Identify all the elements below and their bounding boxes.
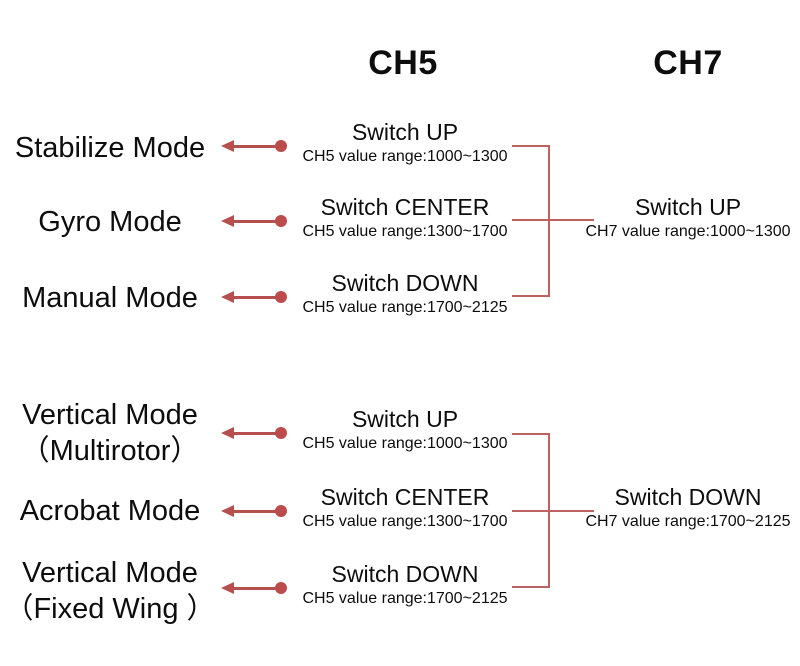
switch-description: Switch DOWN CH5 value range:1700~2125 xyxy=(280,561,530,609)
switch-value-range: CH5 value range:1000~1300 xyxy=(302,435,508,452)
switch-title: Switch CENTER xyxy=(320,484,490,510)
switch-description: Switch CENTER CH5 value range:1300~1700 xyxy=(280,484,530,532)
arrow-shaft xyxy=(230,145,278,148)
mode-label-line2: （Multirotor） xyxy=(20,435,200,467)
bracket-stub-top xyxy=(512,145,550,148)
arrow-head-icon xyxy=(221,504,234,517)
column-header-ch5: CH5 xyxy=(368,44,438,82)
arrow-dot-icon xyxy=(275,427,287,439)
arrow-shaft xyxy=(230,510,278,513)
ch7-switch-title: Switch DOWN xyxy=(614,484,762,510)
pointer-arrow xyxy=(221,425,287,441)
bracket-connector xyxy=(512,510,594,513)
mode-label: Vertical Mode （Multirotor） xyxy=(0,397,220,469)
bracket-stub-bottom xyxy=(512,294,550,297)
column-header-ch7: CH7 xyxy=(653,44,723,82)
switch-description: Switch UP CH5 value range:1000~1300 xyxy=(280,119,530,167)
switch-title: Switch UP xyxy=(351,406,459,432)
mode-label: Manual Mode xyxy=(0,280,220,316)
mode-label-line1: Acrobat Mode xyxy=(19,495,201,527)
ch7-description: Switch DOWN CH7 value range:1700~2125 xyxy=(563,484,800,532)
mode-label-line1: Vertical Mode xyxy=(22,557,198,589)
arrow-head-icon xyxy=(221,290,234,303)
arrow-dot-icon xyxy=(275,215,287,227)
bracket-stub-top xyxy=(512,433,550,436)
pointer-arrow xyxy=(221,503,287,519)
arrow-head-icon xyxy=(221,139,234,152)
ch7-value-range: CH7 value range:1000~1300 xyxy=(585,223,791,240)
pointer-arrow xyxy=(221,289,287,305)
bracket-stub-bottom xyxy=(512,585,550,588)
pointer-arrow xyxy=(221,138,287,154)
mode-label-line1: Stabilize Mode xyxy=(14,132,206,164)
switch-value-range: CH5 value range:1300~1700 xyxy=(302,513,508,530)
bracket-connector xyxy=(512,219,594,222)
switch-description: Switch UP CH5 value range:1000~1300 xyxy=(280,406,530,454)
pointer-arrow xyxy=(221,213,287,229)
switch-value-range: CH5 value range:1700~2125 xyxy=(302,299,508,316)
arrow-head-icon xyxy=(221,581,234,594)
switch-value-range: CH5 value range:1300~1700 xyxy=(302,223,508,240)
mode-label: Acrobat Mode xyxy=(0,493,220,529)
mode-label-line2: （Fixed Wing ） xyxy=(4,593,216,625)
switch-description: Switch CENTER CH5 value range:1300~1700 xyxy=(280,194,530,242)
switch-value-range: CH5 value range:1000~1300 xyxy=(302,148,508,165)
arrow-head-icon xyxy=(221,426,234,439)
group-bracket xyxy=(512,145,632,297)
switch-title: Switch DOWN xyxy=(331,561,479,587)
arrow-dot-icon xyxy=(275,582,287,594)
mode-label: Stabilize Mode xyxy=(0,130,220,166)
arrow-dot-icon xyxy=(275,505,287,517)
pointer-arrow xyxy=(221,580,287,596)
mode-label-line1: Gyro Mode xyxy=(38,206,182,238)
arrow-shaft xyxy=(230,296,278,299)
switch-title: Switch CENTER xyxy=(320,194,490,220)
arrow-dot-icon xyxy=(275,291,287,303)
mode-label: Gyro Mode xyxy=(0,204,220,240)
mode-label-line1: Vertical Mode xyxy=(22,399,198,431)
switch-value-range: CH5 value range:1700~2125 xyxy=(302,590,508,607)
arrow-shaft xyxy=(230,587,278,590)
ch7-description: Switch UP CH7 value range:1000~1300 xyxy=(563,194,800,242)
arrow-dot-icon xyxy=(275,140,287,152)
ch7-switch-title: Switch UP xyxy=(634,194,742,220)
switch-title: Switch DOWN xyxy=(331,270,479,296)
group-bracket xyxy=(512,433,632,588)
mode-label: Vertical Mode （Fixed Wing ） xyxy=(0,555,220,627)
ch7-value-range: CH7 value range:1700~2125 xyxy=(585,513,791,530)
arrow-head-icon xyxy=(221,214,234,227)
switch-description: Switch DOWN CH5 value range:1700~2125 xyxy=(280,270,530,318)
switch-title: Switch UP xyxy=(351,119,459,145)
mode-label-line1: Manual Mode xyxy=(22,282,198,314)
arrow-shaft xyxy=(230,432,278,435)
arrow-shaft xyxy=(230,220,278,223)
